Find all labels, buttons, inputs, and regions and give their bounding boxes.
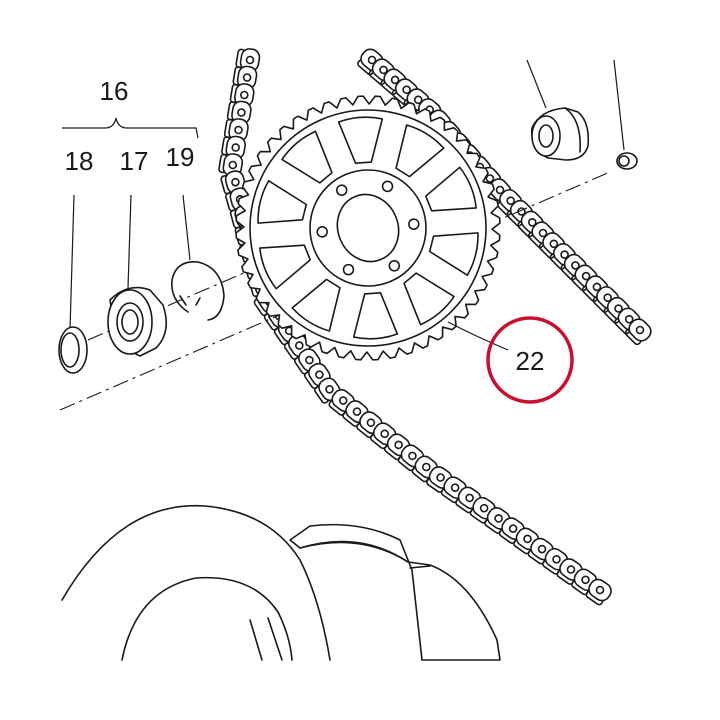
sprocket-window <box>395 124 445 178</box>
callout-label-16: 16 <box>100 76 129 106</box>
sprocket-bolt-hole <box>335 184 348 196</box>
sprocket-bolt-hole <box>316 226 329 238</box>
callout-label-22: 22 <box>516 346 545 376</box>
chain-strand-left <box>218 48 612 606</box>
spacer-bushing-icon <box>526 59 590 161</box>
wheel-hub-icon <box>61 504 501 661</box>
chain-link <box>232 65 258 90</box>
chain-strand-right <box>357 48 652 346</box>
circlip-19-icon: 19 <box>166 142 225 321</box>
drive-chain-icon <box>218 48 652 606</box>
sprocket-window <box>337 116 384 164</box>
sprocket-bolt-hole <box>388 260 401 272</box>
rear-sprocket-icon <box>235 95 501 361</box>
callout-label-17: 17 <box>120 146 149 176</box>
sprocket-window <box>257 179 308 224</box>
sprocket-bolt-hole <box>407 218 420 230</box>
sprocket-window <box>352 292 399 340</box>
retaining-ring-18-icon: 18 <box>58 146 94 374</box>
bearing-17-icon: 17 <box>107 146 168 357</box>
callout-label-18: 18 <box>65 146 94 176</box>
group-bracket-16: 16 <box>62 76 199 139</box>
chain-link <box>235 48 261 72</box>
callout-22: 22 <box>447 316 574 404</box>
chain-link <box>585 578 612 606</box>
sprocket-window <box>403 272 455 326</box>
sprocket-window <box>424 166 477 212</box>
sprocket-bolt-hole <box>381 180 394 193</box>
chain-link <box>624 318 652 346</box>
nut-icon <box>613 59 638 170</box>
sprocket-bolt-hole <box>342 263 355 276</box>
sprocket-window <box>259 244 312 290</box>
sprocket-window <box>428 232 479 277</box>
callout-label-19: 19 <box>166 142 195 172</box>
sprocket-window <box>291 278 341 332</box>
highlight-circle <box>486 316 574 404</box>
sprocket-window <box>281 130 333 184</box>
